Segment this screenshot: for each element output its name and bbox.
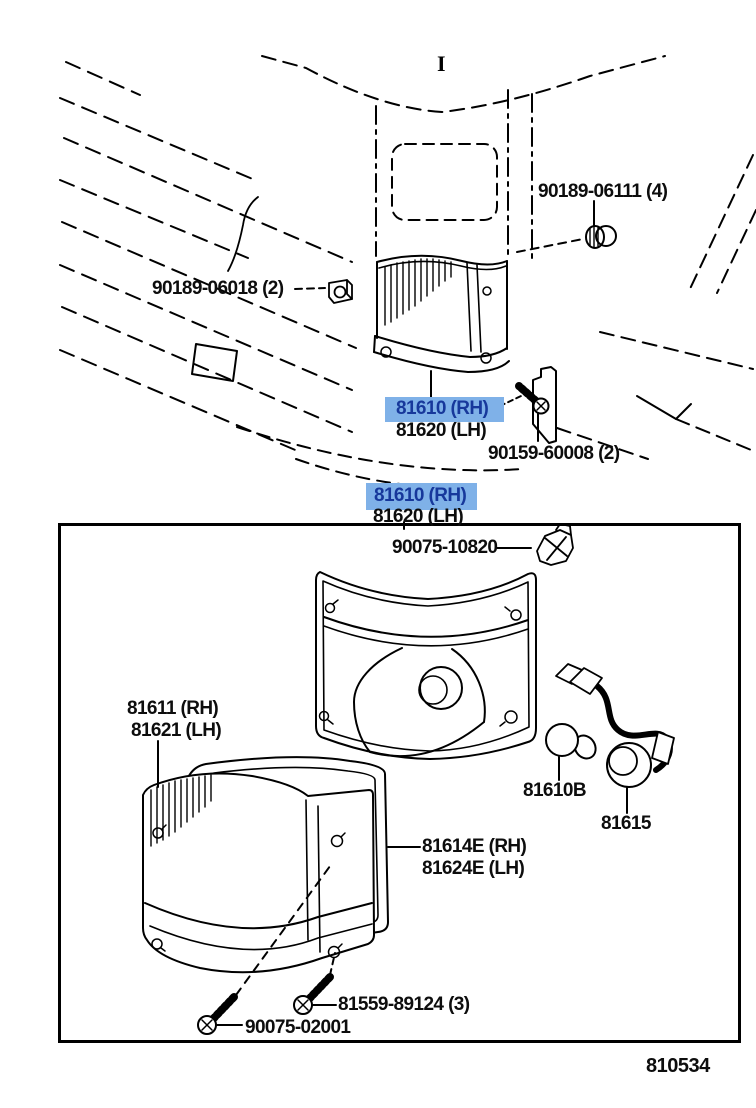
leader-line — [235, 861, 334, 996]
grommet-icon — [585, 225, 617, 249]
lens-hatching — [384, 258, 452, 326]
exploded-view-drawing — [142, 521, 675, 1035]
vehicle-corner-drawing — [59, 55, 756, 488]
part-label-81610-rh-selected-2[interactable]: 81610 (RH) — [366, 483, 478, 510]
fender-lines — [556, 154, 756, 460]
screw-icon-90075 — [197, 993, 238, 1035]
hood-edge-curve — [227, 196, 259, 272]
part-label-81610-rh-selected[interactable]: 81610 (RH) — [385, 397, 505, 422]
part-label-81611-rh: 81611 (RH) — [127, 698, 219, 719]
part-label-81615: 81615 — [601, 813, 651, 834]
clip-icon-06018 — [328, 279, 353, 304]
leader-line — [294, 287, 326, 290]
clip-icon-10820 — [536, 523, 574, 566]
vent-window — [391, 143, 498, 221]
part-label-90075-02001: 90075-02001 — [245, 1017, 351, 1038]
screw-icon-81559 — [293, 973, 334, 1015]
leader-line — [329, 952, 336, 976]
grille-emblem — [191, 343, 238, 382]
corner-lamp-drawing — [373, 254, 510, 373]
diagram-code: 810534 — [646, 1055, 710, 1077]
lamp-body-drawing — [315, 571, 537, 760]
lens-drawing — [142, 772, 375, 974]
bumper-curves — [236, 426, 524, 488]
part-label-81614e-rh: 81614E (RH) — [422, 836, 527, 857]
pillar-lines — [375, 89, 533, 263]
bumper-corner — [636, 395, 692, 420]
part-label-81621-lh: 81621 (LH) — [131, 720, 222, 741]
part-label-90075-10820: 90075-10820 — [392, 537, 498, 558]
hood-lines — [59, 61, 357, 453]
cowl-line — [261, 55, 666, 113]
part-label-90189-06018: 90189-06018 (2) — [152, 278, 284, 299]
bulb-icon — [545, 723, 597, 760]
section-mark: I — [437, 51, 446, 76]
part-label-90159-60008: 90159-60008 (2) — [488, 443, 620, 464]
leader-line — [516, 238, 584, 253]
part-label-81559-89124: 81559-89124 (3) — [338, 994, 470, 1015]
part-label-81620-lh: 81620 (LH) — [396, 420, 487, 441]
part-label-81620-lh-2: 81620 (LH) — [373, 506, 464, 527]
socket-icon — [555, 663, 675, 788]
part-label-90189-06111: 90189-06111 (4) — [538, 181, 668, 202]
part-label-81610b: 81610B — [523, 780, 587, 801]
lens-hatching — [150, 774, 212, 847]
part-label-81624e-lh: 81624E (LH) — [422, 858, 525, 879]
